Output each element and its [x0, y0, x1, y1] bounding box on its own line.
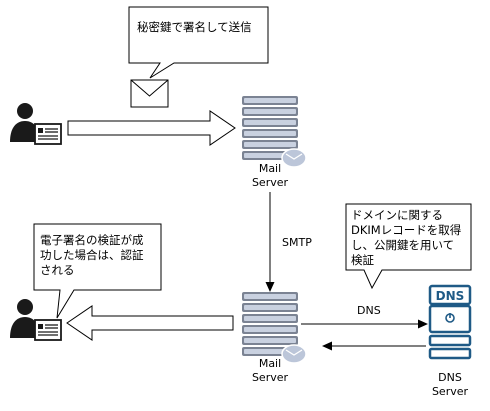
- callout-verify-line-2: DKIMレコードを取得: [351, 223, 461, 237]
- top-server-label-2: Server: [252, 176, 289, 189]
- sender-user-icon: [9, 102, 62, 145]
- bottom-mail-server-icon: [241, 292, 306, 364]
- dns-response-arrow: [322, 341, 426, 351]
- bottom-server-label-1: Mail: [259, 357, 281, 370]
- dns-server-label-1: DNS: [438, 371, 462, 384]
- top-server-label-1: Mail: [259, 162, 281, 175]
- callout-verify-line-1: ドメインに関する: [351, 208, 443, 222]
- dns-query-arrow: [301, 319, 428, 329]
- dns-server-icon: DNS: [428, 284, 472, 360]
- callout-result-line-1: 電子署名の検証が成: [40, 233, 144, 247]
- callout-sign: 秘密鍵で署名して送信: [128, 6, 269, 79]
- callout-sign-text: 秘密鍵で署名して送信: [137, 20, 252, 34]
- callout-verify-line-4: 検証: [351, 253, 374, 267]
- smtp-label: SMTP: [282, 236, 312, 249]
- dns-edge-label: DNS: [357, 304, 381, 317]
- recipient-user-icon: [9, 298, 62, 341]
- callout-result-line-2: 功した場合は、認証: [40, 248, 144, 262]
- callout-verify: ドメインに関する DKIMレコードを取得 し、公開鍵を用いて 検証: [345, 203, 472, 290]
- dns-badge-text: DNS: [436, 289, 465, 303]
- callout-result: 電子署名の検証が成 功した場合は、認証 される: [33, 223, 162, 319]
- smtp-arrow: [265, 192, 275, 292]
- top-mail-server-icon: [241, 96, 306, 168]
- callout-verify-line-3: し、公開鍵を用いて: [351, 238, 454, 252]
- send-arrow: [67, 110, 236, 146]
- dns-server-label-2: Server: [432, 385, 469, 398]
- deliver-arrow: [66, 305, 234, 341]
- envelope-icon: [130, 79, 169, 108]
- callout-result-line-3: される: [40, 263, 75, 277]
- bottom-server-label-2: Server: [252, 371, 289, 384]
